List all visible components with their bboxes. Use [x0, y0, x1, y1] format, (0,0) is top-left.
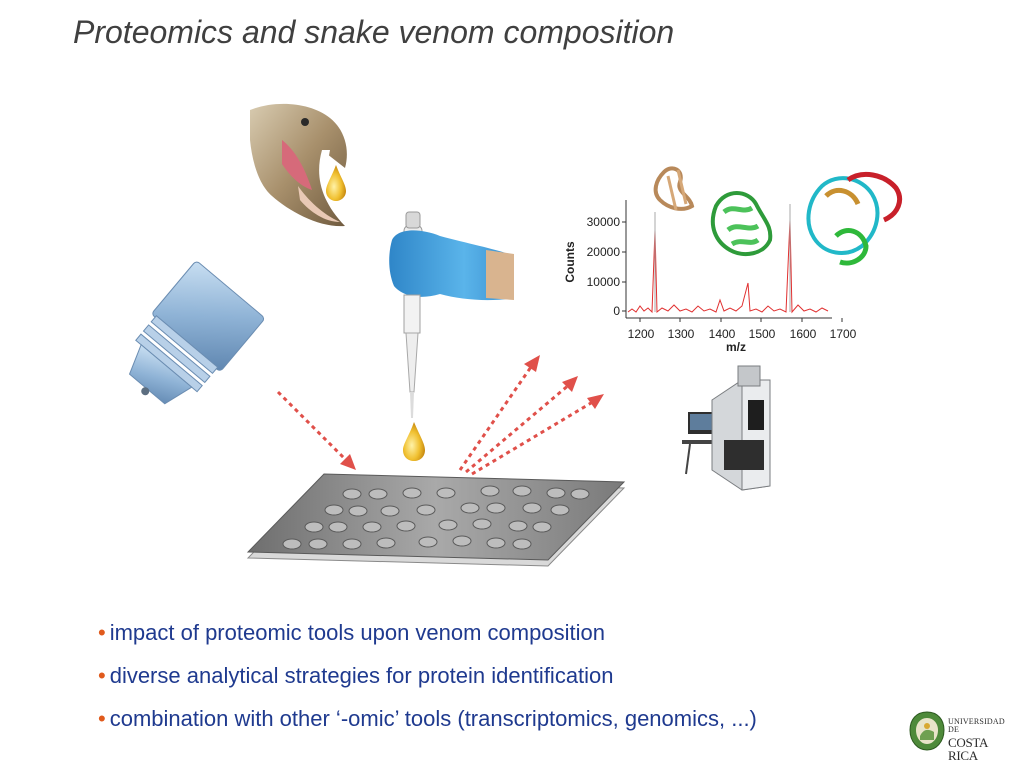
x-tick-label: 1500	[749, 327, 776, 341]
mass-spectrum-icon: 30000 20000 10000 0 1200 1300 1400 1500 …	[563, 200, 857, 354]
bullet-item: •impact of proteomic tools upon venom co…	[98, 618, 757, 661]
protein-structure-icon	[806, 171, 902, 266]
spectrum-trace	[627, 219, 829, 314]
x-tick-label: 1300	[668, 327, 695, 341]
y-tick-label: 10000	[587, 275, 621, 289]
bullet-text: combination with other ‘-omic’ tools (tr…	[109, 706, 757, 731]
bullet-list: •impact of proteomic tools upon venom co…	[98, 618, 757, 747]
university-logo-icon	[909, 711, 945, 751]
protein-structure-icon	[710, 191, 773, 257]
bullet-text: impact of proteomic tools upon venom com…	[109, 620, 605, 645]
slide-title: Proteomics and snake venom composition	[73, 14, 675, 50]
y-tick-label: 20000	[587, 245, 621, 259]
pipette-icon	[389, 211, 514, 418]
snake-head-icon	[250, 103, 347, 227]
bullet-item: •diverse analytical strategies for prote…	[98, 661, 757, 704]
ion-arrow	[471, 394, 604, 476]
y-tick-label: 0	[613, 304, 620, 318]
y-tick-label: 30000	[587, 215, 621, 229]
bullet-dot: •	[98, 663, 106, 688]
venom-drop-icon	[326, 165, 346, 201]
logo-line1: UNIVERSIDAD DE	[948, 717, 1005, 734]
venom-drop-icon	[403, 422, 425, 461]
x-tick-label: 1200	[628, 327, 655, 341]
y-axis-label: Counts	[563, 241, 577, 283]
laser-icon	[128, 261, 265, 405]
illustration: 30000 20000 10000 0 1200 1300 1400 1500 …	[128, 103, 902, 567]
x-axis-label: m/z	[726, 340, 746, 354]
bullet-dot: •	[98, 620, 106, 645]
bullet-dot: •	[98, 706, 106, 731]
bullet-item: •combination with other ‘-omic’ tools (t…	[98, 704, 757, 747]
laser-arrow	[276, 390, 356, 470]
bullet-text: diverse analytical strategies for protei…	[109, 663, 614, 688]
maldi-plate-icon	[246, 473, 626, 567]
protein-structure-icon	[653, 166, 695, 211]
x-tick-label: 1400	[709, 327, 736, 341]
ion-arrow	[458, 355, 540, 471]
x-tick-label: 1600	[790, 327, 817, 341]
university-logo: UNIVERSIDAD DE COSTA RICA	[908, 708, 1018, 762]
mass-spectrometer-icon	[682, 365, 771, 491]
ion-arrow	[465, 376, 578, 474]
logo-line2: COSTA RICA	[948, 735, 988, 763]
x-tick-label: 1700	[830, 327, 857, 341]
